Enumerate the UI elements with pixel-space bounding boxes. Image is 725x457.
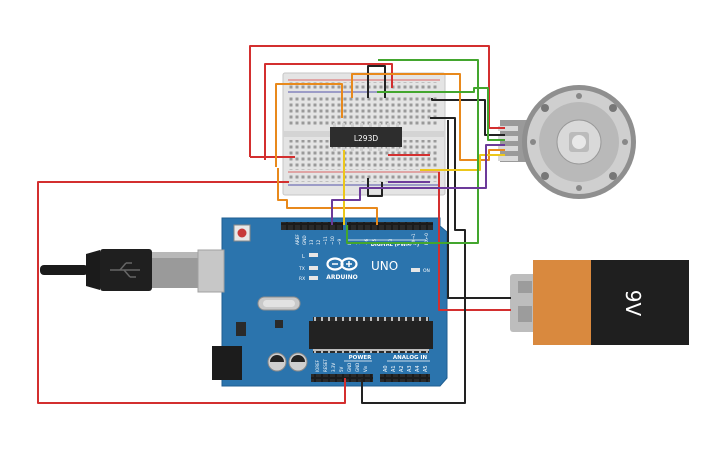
pin-label-reset: RESET: [323, 359, 328, 372]
reset-button[interactable]: [233, 224, 251, 242]
power-jack[interactable]: [212, 346, 242, 380]
power-pin-labels: IOREF RESET 3.3V 5V GND GND Vin: [315, 359, 368, 372]
wire-yellow-2[interactable]: [420, 154, 505, 171]
wire-orange-1[interactable]: [275, 83, 343, 167]
wire-purple-1[interactable]: [331, 144, 505, 225]
component-small: [236, 322, 246, 336]
pin-label-gnd-2: GND: [355, 363, 360, 372]
brand-label: ARDUINO: [326, 274, 357, 281]
pin-label-6: ~6: [364, 238, 369, 245]
led-label-tx: TX: [298, 266, 305, 272]
wire-orange-2[interactable]: [277, 168, 378, 225]
usb-cable[interactable]: [40, 249, 225, 293]
battery-label: 9V: [621, 290, 645, 317]
arduino-logo: ARDUINO UNO: [326, 257, 398, 281]
wire-red-5v[interactable]: [37, 181, 346, 404]
wire-black-top[interactable]: [367, 65, 386, 98]
capacitors: [267, 352, 308, 372]
pin-label-11: ~11: [323, 236, 328, 245]
pin-label-12: 12: [316, 239, 321, 245]
pin-label-aref: AREF: [295, 234, 300, 245]
analog-header-label: ANALOG IN: [393, 355, 428, 361]
pin-label-13: 13: [309, 239, 314, 245]
dc-motor[interactable]: [498, 85, 636, 199]
pin-label-a1: A1: [391, 365, 397, 372]
usb-symbol-icon: [110, 262, 140, 278]
pin-label-0: RX←0: [424, 233, 429, 245]
model-label: UNO: [371, 259, 398, 273]
pin-label-9: ~9: [337, 238, 342, 245]
pin-label-a4: A4: [415, 365, 421, 372]
wire-black-gnd[interactable]: [361, 117, 466, 404]
pin-label-5: ~5: [372, 238, 377, 245]
pin-label-1: TX→1: [411, 233, 416, 246]
led-label-l: L: [302, 254, 305, 260]
pin-label-a3: A3: [407, 365, 413, 372]
pin-label-10: ~10: [330, 236, 335, 245]
wire-red-loop-2[interactable]: [264, 63, 393, 160]
pin-label-vin: Vin: [363, 365, 368, 372]
pin-label-gnd-1: GND: [347, 363, 352, 372]
wires[interactable]: [37, 45, 511, 404]
crystal-oscillator: [257, 296, 301, 311]
wire-red-battery[interactable]: [438, 172, 511, 311]
analog-pin-labels: A0 A1 A2 A3 A4 A5: [383, 365, 429, 372]
pin-label-5v: 5V: [339, 366, 344, 372]
pin-label-ioref: IOREF: [315, 359, 320, 372]
pin-label-a0: A0: [383, 365, 389, 372]
power-header-label: POWER: [349, 355, 373, 361]
digital-header-label: DIGITAL (PWM ~): [371, 242, 419, 248]
wire-green-2[interactable]: [346, 59, 479, 244]
wire-green-1[interactable]: [377, 87, 505, 141]
status-leds: L TX RX ON: [298, 253, 430, 282]
microcontroller-chip: [309, 317, 433, 353]
ic-label: L293D: [354, 134, 378, 143]
pin-label-gnd-top: GND: [302, 235, 307, 245]
component-small-2: [275, 320, 283, 328]
wire-black-battery[interactable]: [447, 120, 511, 299]
pin-label-a5: A5: [423, 365, 429, 372]
pin-label-a2: A2: [399, 365, 405, 372]
on-led-label: ON: [423, 268, 430, 274]
led-label-rx: RX: [299, 276, 305, 282]
wire-red-top-loop[interactable]: [249, 45, 505, 157]
battery-9v[interactable]: 9V: [510, 260, 689, 345]
wire-orange-3[interactable]: [351, 73, 505, 161]
pin-label-3: ~3: [388, 238, 393, 245]
pin-label-3v3: 3.3V: [331, 363, 336, 372]
l293d-ic[interactable]: L293D: [330, 123, 402, 151]
